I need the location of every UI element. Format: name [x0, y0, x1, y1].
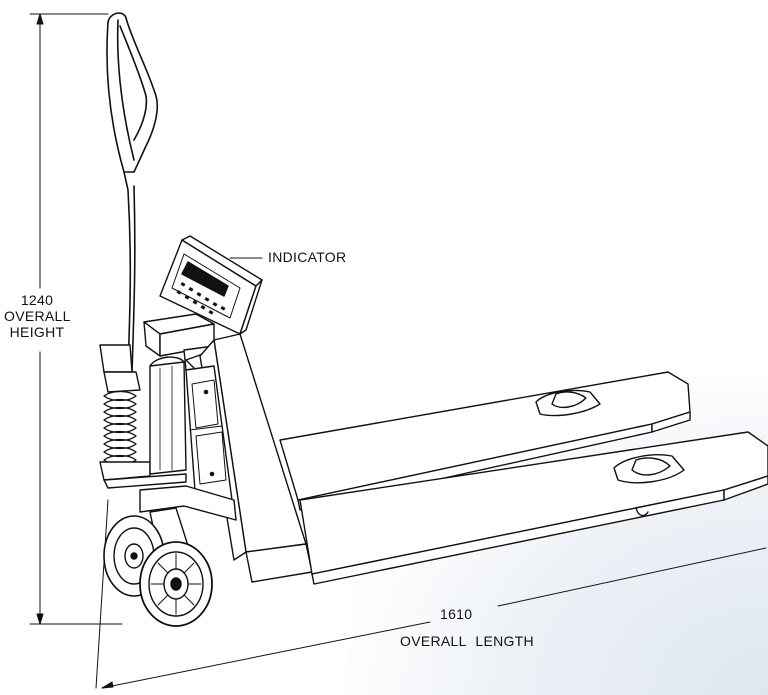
- height-arrow-bottom: [36, 613, 44, 625]
- height-caption-line2: HEIGHT: [9, 324, 65, 340]
- load-cell-plate-upper: [191, 379, 219, 429]
- length-dimension-line-right: [497, 547, 767, 607]
- length-extension-left: [95, 499, 109, 689]
- overall-height-label: 1240 OVERALL HEIGHT: [4, 292, 70, 340]
- indicator-callout-label: INDICATOR: [268, 249, 347, 265]
- height-value: 1240: [20, 292, 54, 308]
- pump-collar: [103, 371, 141, 393]
- length-caption: OVERALL LENGTH: [400, 633, 534, 649]
- pump-foot: [103, 473, 187, 489]
- fork-front-roller: [631, 457, 671, 476]
- handle-inner-right: [119, 25, 148, 141]
- height-arrow-top: [36, 13, 44, 25]
- cylinder-body: [149, 361, 187, 475]
- pump-spring: [99, 344, 187, 489]
- load-cell-plate-lower: [195, 431, 227, 485]
- cylinder-top: [149, 356, 185, 367]
- fork-front-load-roller: [635, 507, 649, 517]
- pump-cap: [99, 344, 133, 373]
- length-value: 1610: [440, 606, 473, 622]
- height-caption-line1: OVERALL: [4, 308, 71, 324]
- handle-inner-left: [116, 19, 135, 161]
- steer-wheels: [103, 515, 213, 627]
- length-dimension-line-left: [101, 621, 431, 689]
- length-dimension: [95, 499, 767, 689]
- height-dimension: [29, 13, 123, 625]
- tiller-handle: [106, 12, 159, 373]
- length-arrow-left: [101, 681, 114, 689]
- fork-rear-roller: [551, 391, 587, 409]
- handle-outer-right: [107, 12, 159, 173]
- tiller-shaft-right: [131, 185, 136, 373]
- indicator-side: [239, 279, 263, 335]
- fork-front-wheel-slot: [613, 454, 685, 484]
- hydraulic-cylinder: [149, 356, 187, 475]
- indicator-panel: [171, 253, 241, 319]
- indicator-keypad: [176, 282, 226, 315]
- handle-outer-left: [106, 21, 132, 371]
- front-steer-wheel: [139, 541, 213, 627]
- spring-coils: [103, 390, 137, 466]
- indicator-display: [181, 261, 229, 297]
- forks: [279, 371, 768, 585]
